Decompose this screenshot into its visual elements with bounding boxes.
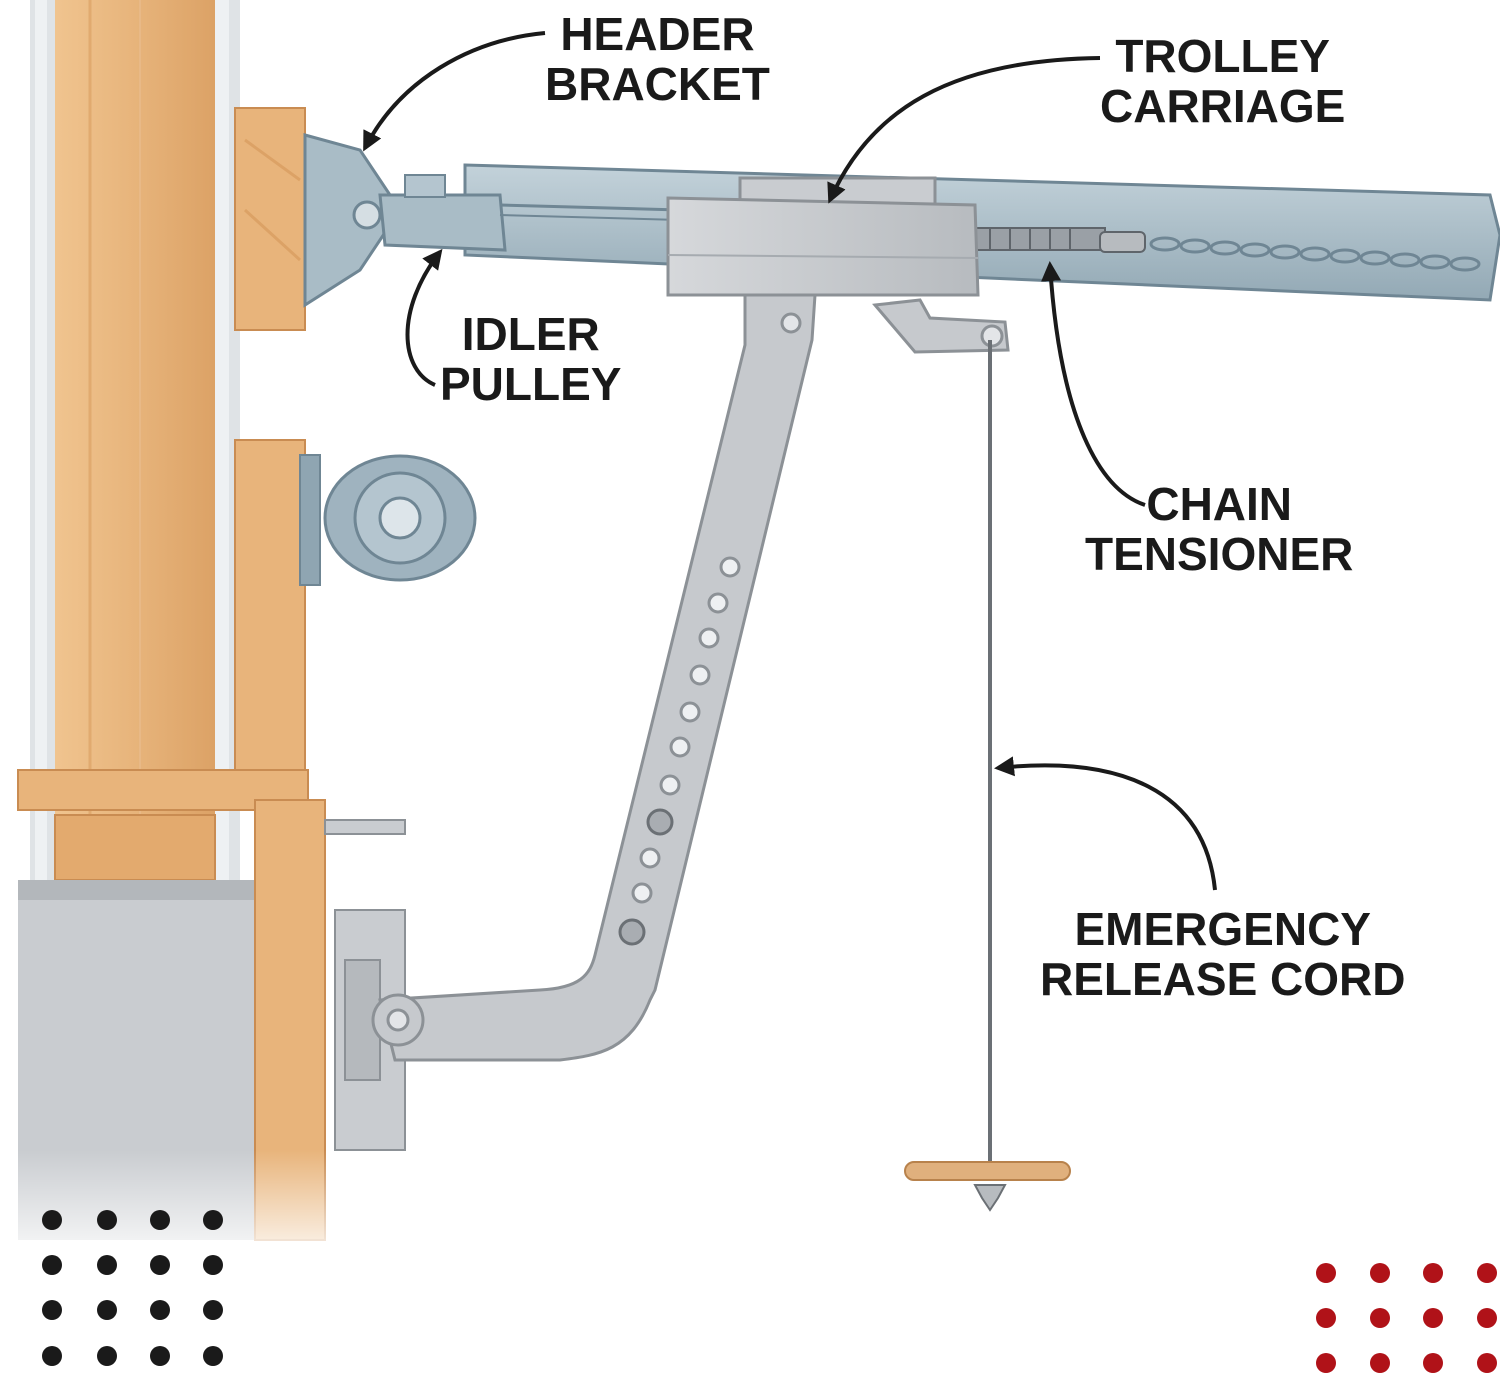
label-trolley-carriage-line1: TROLLEY	[1100, 32, 1345, 82]
emergency-release-cord	[905, 340, 1070, 1210]
label-emergency-release-cord-line1: EMERGENCY	[1040, 905, 1405, 955]
label-chain-tensioner-line1: CHAIN	[1085, 480, 1353, 530]
label-emergency-release-cord: EMERGENCY RELEASE CORD	[1040, 905, 1405, 1004]
label-emergency-release-cord-line2: RELEASE CORD	[1040, 955, 1405, 1005]
label-idler-pulley: IDLER PULLEY	[440, 310, 621, 409]
arrow-chain-tensioner	[1050, 265, 1145, 505]
label-header-bracket-line2: BRACKET	[545, 60, 770, 110]
arrow-header-bracket	[365, 33, 545, 148]
arrow-emergency-release-cord	[998, 765, 1215, 890]
dot-grid-red	[1316, 1263, 1497, 1373]
arrow-idler-pulley	[408, 252, 441, 385]
label-header-bracket-line1: HEADER	[545, 10, 770, 60]
lower-wood-block	[235, 440, 305, 800]
callout-arrows	[365, 33, 1215, 890]
door-panel	[30, 0, 240, 900]
header-wood-block	[235, 108, 305, 330]
label-trolley-carriage-line2: CARRIAGE	[1100, 82, 1345, 132]
label-chain-tensioner-line2: TENSIONER	[1085, 530, 1353, 580]
label-idler-pulley-line1: IDLER	[440, 310, 621, 360]
label-chain-tensioner: CHAIN TENSIONER	[1085, 480, 1353, 579]
label-idler-pulley-line2: PULLEY	[440, 360, 621, 410]
door-arm	[373, 295, 815, 1060]
label-header-bracket: HEADER BRACKET	[545, 10, 770, 109]
door-roller	[300, 455, 475, 585]
label-trolley-carriage: TROLLEY CARRIAGE	[1100, 32, 1345, 131]
